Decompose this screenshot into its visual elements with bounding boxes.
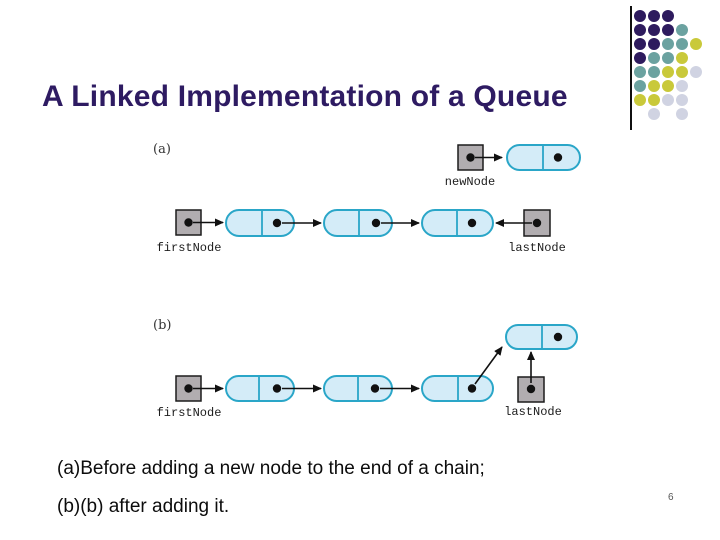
decor-dot: [634, 24, 646, 36]
decor-dot: [634, 80, 646, 92]
last-node-label-b: lastNode: [504, 405, 562, 419]
decor-dot: [662, 24, 674, 36]
decor-dot-grid: [633, 9, 703, 121]
last-node-label-a: lastNode: [508, 241, 566, 255]
caption-line-b: (b)(b) after adding it.: [57, 496, 230, 517]
decor-dot: [690, 38, 702, 50]
decor-dot-row: [633, 23, 703, 37]
page-number: 6: [668, 492, 674, 503]
decor-dot-row: [633, 93, 703, 107]
decor-vertical-line: [630, 6, 632, 130]
decor-dot: [676, 24, 688, 36]
decor-dot-row: [633, 65, 703, 79]
decor-dot-row: [633, 51, 703, 65]
caption-line-a: (a)Before adding a new node to the end o…: [57, 458, 485, 479]
part-b-label: (b): [153, 318, 172, 333]
decor-dot-row: [633, 37, 703, 51]
first-node-pointer-dot-b: [184, 384, 193, 393]
decor-dot: [634, 66, 646, 78]
decor-dot-row: [633, 79, 703, 93]
arrow-node3-to-newnode-b: [474, 346, 503, 385]
decor-dot: [690, 66, 702, 78]
diagram-part-a: [175, 144, 581, 237]
node-new-b-next-dot: [553, 332, 563, 342]
decor-dot: [634, 52, 646, 64]
diagram-part-b: [175, 324, 578, 403]
decor-dot: [648, 10, 660, 22]
decor-dot: [648, 52, 660, 64]
decor-dot: [676, 66, 688, 78]
decor-dot: [648, 24, 660, 36]
decor-dot: [662, 10, 674, 22]
first-node-label-a: firstNode: [156, 241, 222, 255]
decor-dot: [676, 52, 688, 64]
first-node-label-b: firstNode: [156, 406, 222, 420]
decor-dot: [676, 94, 688, 106]
node-3-a-next-dot: [467, 218, 477, 228]
decor-dot: [662, 38, 674, 50]
decor-dot: [676, 38, 688, 50]
node-2-a-next-dot: [371, 218, 381, 228]
decor-dot: [676, 80, 688, 92]
decor-dot-row: [633, 9, 703, 23]
new-node-label: newNode: [444, 175, 496, 189]
node-1-b-next-dot: [272, 384, 282, 393]
last-node-pointer-dot-a: [532, 218, 542, 228]
decor-dot-row: [633, 107, 703, 121]
decor-dot: [648, 108, 660, 120]
node-3-b-next-dot: [467, 384, 477, 393]
first-node-pointer-dot-a: [184, 218, 193, 227]
decor-dot: [662, 94, 674, 106]
node-1-a-next-dot: [272, 218, 282, 228]
decor-dot: [662, 52, 674, 64]
decor-dot: [648, 80, 660, 92]
node-new-next-dot: [553, 153, 563, 162]
node-2-b-next-dot: [370, 384, 380, 393]
decor-dot: [634, 94, 646, 106]
decor-dot: [648, 94, 660, 106]
slide-title: A Linked Implementation of a Queue: [42, 80, 568, 113]
decor-dot: [634, 38, 646, 50]
decor-dot: [634, 10, 646, 22]
decor-dot: [662, 66, 674, 78]
decor-dot: [648, 66, 660, 78]
last-node-pointer-dot-b: [526, 384, 536, 394]
part-a-label: (a): [153, 142, 171, 157]
new-node-pointer-dot: [466, 153, 475, 162]
decor-dot: [676, 108, 688, 120]
decor-dot: [662, 80, 674, 92]
decor-dot: [648, 38, 660, 50]
